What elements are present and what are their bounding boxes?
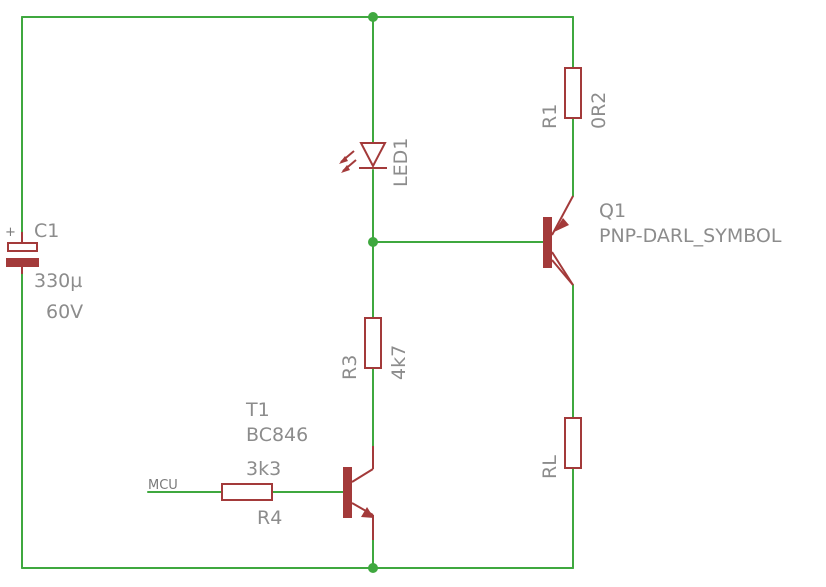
- resistor-r1-name: R1: [539, 104, 561, 129]
- capacitor-c1: [6, 232, 39, 274]
- capacitor-c1-value: 330µ: [34, 270, 82, 292]
- transistor-t1-value: BC846: [246, 424, 308, 446]
- resistor-rl: [564, 417, 582, 469]
- transistor-q1-arrow-icon: [554, 218, 569, 232]
- resistor-rl-name: RL: [539, 455, 561, 479]
- capacitor-c1-plate-positive: [7, 242, 38, 252]
- resistor-r1-value: 0R2: [588, 92, 610, 129]
- transistor-q1-collector-lead-b: [551, 259, 574, 286]
- resistor-r1: [564, 67, 582, 119]
- transistor-q1-emitter-lead: [551, 195, 574, 236]
- net-label-mcu: MCU: [148, 478, 178, 493]
- capacitor-c1-name: C1: [34, 220, 59, 242]
- wires: [21, 16, 574, 569]
- led-led1-name: LED1: [390, 138, 412, 187]
- resistor-r3: [364, 317, 382, 369]
- capacitor-c1-plate-negative: [6, 258, 39, 267]
- junction-base: [368, 237, 378, 247]
- junction-top: [368, 12, 378, 22]
- resistor-r3-name: R3: [339, 355, 361, 380]
- transistor-t1-base-bar: [343, 467, 352, 518]
- resistor-r4-value: 3k3: [246, 458, 281, 480]
- transistor-q1-base-bar: [543, 217, 552, 268]
- transistor-q1-value: PNP-DARL_SYMBOL: [599, 225, 782, 247]
- junction-bottom: [368, 563, 378, 573]
- transistor-t1-arrow-icon: [361, 507, 374, 518]
- capacitor-c1-polarity-mark: +: [5, 225, 16, 240]
- transistor-t1: [343, 446, 374, 540]
- led-led1-emission-arrows-icon: [339, 150, 357, 173]
- capacitor-c1-voltage: 60V: [46, 301, 83, 323]
- transistor-q1: [543, 195, 574, 286]
- led-led1: [339, 142, 387, 173]
- resistor-r4: [221, 483, 273, 501]
- led-led1-triangle: [359, 142, 387, 169]
- transistor-t1-collector-lead: [351, 468, 374, 483]
- transistor-t1-name: T1: [245, 399, 270, 421]
- transistor-q1-name: Q1: [599, 200, 626, 222]
- resistor-r4-name: R4: [257, 507, 282, 529]
- junctions: [368, 12, 378, 573]
- resistor-r3-value: 4k7: [388, 345, 410, 380]
